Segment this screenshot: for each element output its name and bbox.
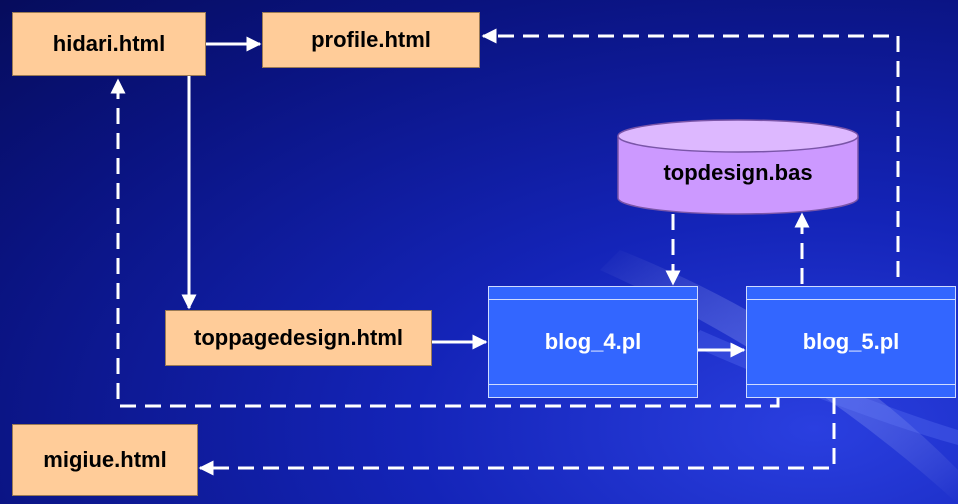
- node-label: blog_5.pl: [802, 329, 900, 354]
- database-cylinder: [617, 119, 859, 215]
- process-bar-top: [489, 287, 697, 300]
- process-bar-bottom: [747, 384, 955, 397]
- node-label: hidari.html: [52, 31, 166, 56]
- node-migiue-html: migiue.html: [12, 424, 198, 496]
- dashed-arrow-blog5-to-migiue: [198, 398, 836, 476]
- dashed-arrow-blog5-to-hidari: [110, 78, 780, 408]
- dashed-arrow-blog5-to-profile: [481, 28, 900, 277]
- node-topdesign-bas: topdesign.bas: [618, 145, 858, 201]
- node-profile-html: profile.html: [262, 12, 480, 68]
- node-hidari-html: hidari.html: [12, 12, 206, 76]
- node-label: blog_4.pl: [544, 329, 642, 354]
- process-bar-bottom: [489, 384, 697, 397]
- node-blog5-pl: blog_5.pl: [746, 286, 956, 398]
- node-label: migiue.html: [43, 447, 167, 472]
- process-bar-top: [747, 287, 955, 300]
- node-label: toppagedesign.html: [194, 325, 403, 350]
- node-toppagedesign-html: toppagedesign.html: [165, 310, 432, 366]
- node-label: topdesign.bas: [663, 160, 813, 185]
- node-label: profile.html: [311, 27, 431, 52]
- node-blog4-pl: blog_4.pl: [488, 286, 698, 398]
